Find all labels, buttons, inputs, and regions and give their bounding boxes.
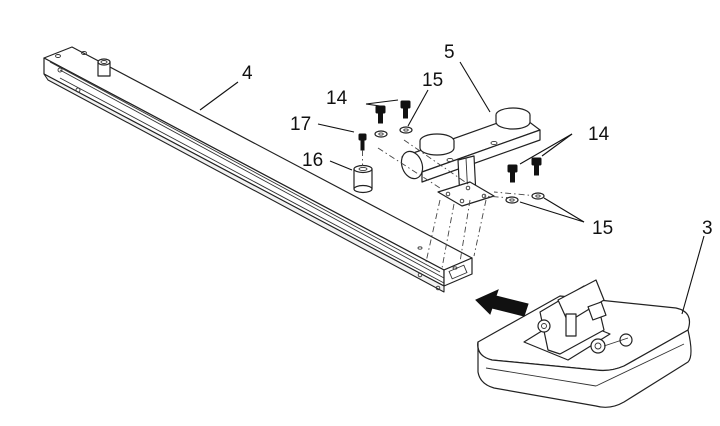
washers-part-15-top [375,127,412,137]
callout-14-right: 14 [588,124,610,145]
spacer-bushing-part-16 [354,166,372,193]
callout-16: 16 [302,150,323,171]
callout-14-top: 14 [326,88,348,109]
t-bar-handle-part-5 [398,108,540,206]
callout-15-top: 15 [422,70,443,91]
bolts-part-14-top [376,101,410,123]
washers-part-15-right [506,193,544,203]
callout-4: 4 [242,63,253,84]
callout-15-right: 15 [592,218,613,239]
callout-17: 17 [290,114,311,135]
insertion-arrow [476,290,528,316]
bolt-part-17 [359,134,366,166]
callout-3: 3 [702,218,713,239]
callout-5: 5 [444,42,455,63]
